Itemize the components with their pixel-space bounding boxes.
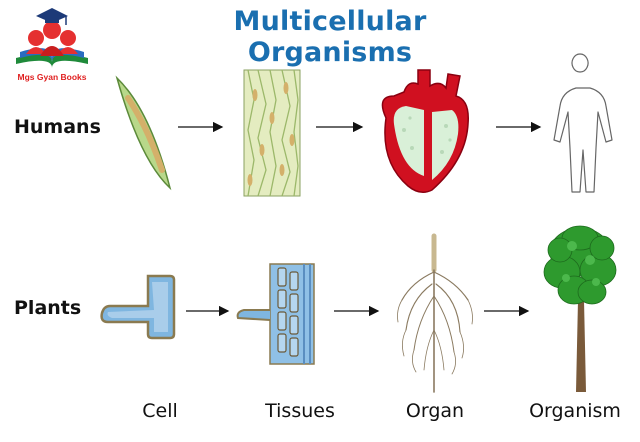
col-label-organism: Organism (529, 400, 621, 422)
human-cell-illustration (115, 75, 172, 191)
col-label-organ: Organ (405, 400, 465, 422)
row-label-humans: Humans (14, 116, 101, 138)
col-label-tissues: Tissues (265, 400, 335, 422)
logo-text: Mgs Gyan Books (17, 72, 87, 82)
human-tissue-illustration (243, 69, 301, 197)
row-label-plants: Plants (14, 297, 82, 319)
heart-illustration (381, 69, 469, 193)
col-label-cell: Cell (142, 400, 178, 422)
diagram-title: Multicellular Organisms (233, 6, 427, 68)
root-illustration (397, 233, 473, 393)
human-body-illustration (553, 53, 613, 193)
plant-tissue-illustration (236, 263, 315, 365)
tree-illustration (543, 225, 617, 392)
plant-cell-illustration (100, 274, 176, 340)
